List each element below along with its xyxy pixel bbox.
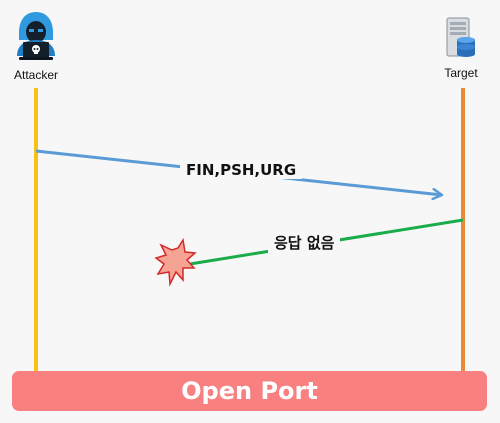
open-port-label: Open Port — [181, 377, 318, 405]
server-database-icon — [446, 17, 475, 57]
no-response-label: 응답 없음 — [268, 232, 341, 253]
target-label: Target — [444, 66, 478, 80]
attacker-node: Attacker — [6, 10, 66, 82]
attacker-label: Attacker — [13, 68, 58, 82]
hacker-icon — [17, 12, 55, 60]
explosion-icon — [154, 237, 197, 287]
open-port-banner: Open Port — [12, 371, 487, 411]
target-node: Target — [436, 16, 486, 80]
fin-psh-urg-label: FIN,PSH,URG — [180, 161, 303, 179]
